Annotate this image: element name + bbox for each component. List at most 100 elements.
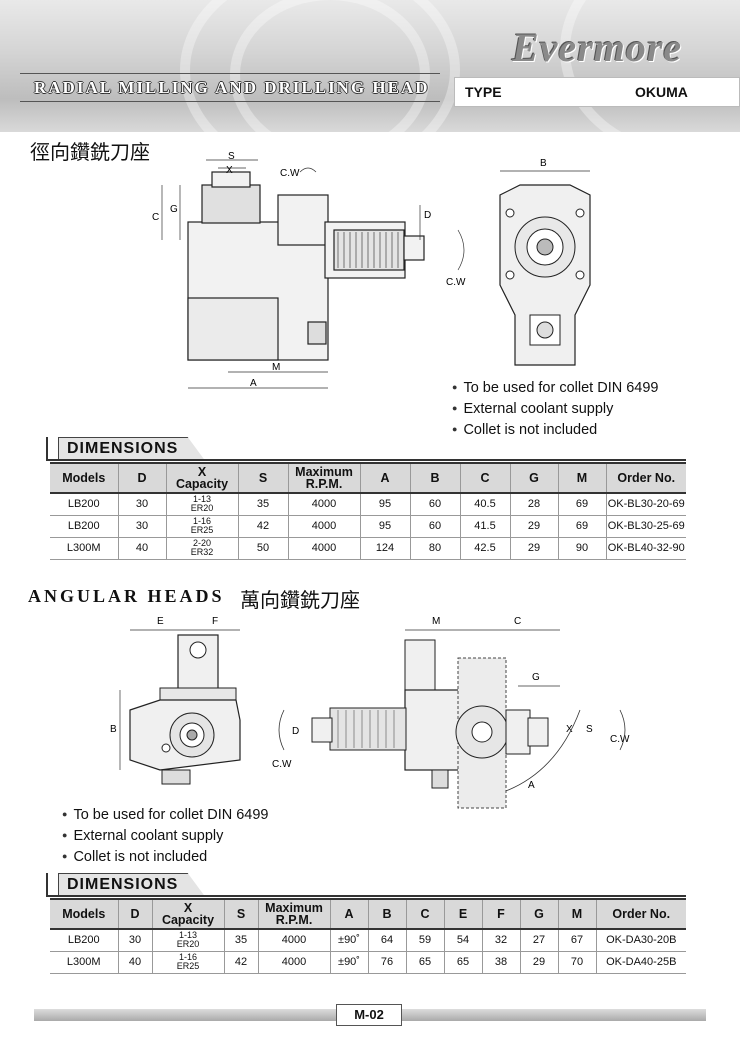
cell-b: 60 — [409, 515, 460, 538]
cell-d: 30 — [117, 929, 152, 952]
cell-c: 59 — [405, 929, 444, 952]
cell-order: OK-BL30-20-69 — [605, 493, 686, 516]
column-header: S — [237, 462, 288, 494]
cell-order: OK-BL30-25-69 — [605, 515, 686, 538]
cell-a: 124 — [359, 537, 410, 560]
cell-model: LB200 — [50, 929, 118, 952]
capacity-range: 1-13 — [178, 930, 197, 941]
column-header: D — [117, 462, 166, 494]
dim-label: C.W — [280, 168, 300, 179]
cell-m: 90 — [557, 537, 606, 560]
cell-a: ±90˚ — [329, 951, 368, 974]
dim-label: C — [514, 616, 521, 627]
note-item: To be used for collet DIN 6499 — [452, 377, 658, 398]
cell-order: OK-BL40-32-90 — [605, 537, 686, 560]
type-value: OKUMA — [635, 84, 688, 100]
dim-label: F — [212, 616, 218, 627]
cell-g: 29 — [509, 537, 558, 560]
collet-type: ER20 — [190, 503, 214, 514]
dim-label: D — [292, 726, 299, 737]
brand-logo: Evermore — [512, 25, 683, 70]
cell-c: 40.5 — [459, 493, 510, 516]
collet-type: ER25 — [190, 525, 214, 535]
dim-label: X — [226, 165, 233, 176]
divider — [46, 895, 686, 897]
collet-type: ER25 — [176, 961, 200, 971]
column-header: B — [409, 462, 460, 494]
cell-s: 35 — [237, 493, 288, 516]
dim-label: C — [152, 212, 159, 223]
cell-s: 42 — [237, 515, 288, 538]
angular-title: ANGULAR HEADS — [28, 586, 225, 607]
cell-model: LB200 — [50, 493, 118, 516]
column-header: D — [117, 898, 152, 930]
page-number: M-02 — [336, 1004, 402, 1026]
dim-label: C.W — [610, 734, 630, 745]
dim-label: M — [272, 362, 280, 373]
cell-d: 40 — [117, 951, 152, 974]
cell-rpm: 4000 — [257, 951, 330, 974]
capacity-range: 1-16 — [192, 516, 211, 526]
dim-label: C.W — [446, 277, 466, 288]
cell-g: 29 — [509, 515, 558, 538]
column-header: F — [481, 898, 520, 930]
dim-label: G — [170, 204, 178, 215]
column-header: Order No. — [595, 898, 686, 930]
angular-title-en: ANGULAR HEADS — [28, 586, 225, 606]
cell-rpm: 4000 — [287, 537, 360, 560]
cell-b: 80 — [409, 537, 460, 560]
dim-label: C.W — [272, 759, 292, 770]
radial-title-cn: 徑向鑽銑刀座 — [30, 140, 150, 164]
decor-swirl — [180, 0, 460, 132]
column-header: C — [405, 898, 444, 930]
type-box: TYPE OKUMA — [454, 77, 740, 107]
radial-dimensions-header: DIMENSIONS — [46, 437, 686, 461]
cell-m: 69 — [557, 515, 606, 538]
angular-front-drawing: E F B — [110, 616, 241, 785]
radial-front-drawing: B — [499, 158, 591, 366]
column-header: A — [359, 462, 410, 494]
decor-swirl — [560, 0, 740, 132]
cell-a: 95 — [359, 493, 410, 516]
column-header: S — [223, 898, 258, 930]
cell-f: 32 — [481, 929, 520, 952]
capacity-range: 1-13 — [192, 494, 211, 505]
divider — [46, 437, 48, 461]
angular-title-cn: 萬向鑽銑刀座 — [240, 588, 360, 612]
angular-side-drawing: M C G D X S C.W C.W A — [272, 616, 630, 809]
cell-rpm: 4000 — [287, 515, 360, 538]
cell-f: 38 — [481, 951, 520, 974]
column-header: Order No. — [605, 462, 686, 494]
dimensions-title: DIMENSIONS — [58, 873, 206, 897]
note-item: To be used for collet DIN 6499 — [62, 804, 268, 825]
dim-label: S — [586, 724, 593, 735]
dim-label: X — [566, 724, 573, 735]
column-header: Models — [50, 898, 118, 930]
cell-order: OK-DA40-25B — [595, 951, 686, 974]
page-header: Evermore RADIAL MILLING AND DRILLING HEA… — [0, 0, 740, 132]
column-header: C — [459, 462, 510, 494]
cell-rpm: 4000 — [257, 929, 330, 952]
note-item: External coolant supply — [452, 398, 659, 419]
capacity-range: 1-16 — [178, 952, 197, 962]
cell-s: 35 — [223, 929, 258, 952]
divider — [46, 459, 686, 461]
dim-label: G — [532, 672, 540, 683]
dim-label: B — [540, 158, 547, 169]
cell-order: OK-DA30-20B — [595, 929, 686, 952]
radial-notes: To be used for collet DIN 6499 External … — [452, 377, 659, 440]
dimensions-title: DIMENSIONS — [58, 437, 206, 461]
cell-b: 76 — [367, 951, 406, 974]
cell-g: 27 — [519, 929, 558, 952]
